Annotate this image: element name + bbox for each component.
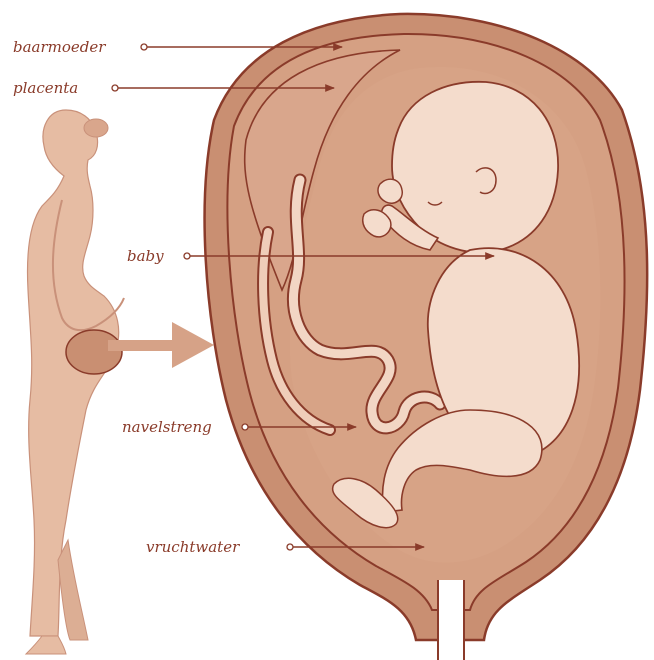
- zoom-arrow: [108, 322, 214, 368]
- mother-silhouette: [26, 110, 124, 654]
- label-placenta: placenta: [13, 79, 78, 97]
- leader-dot-baarmoeder: [141, 44, 147, 50]
- label-baarmoeder: baarmoeder: [13, 38, 105, 56]
- leader-dot-baby: [184, 253, 190, 259]
- label-baby: baby: [127, 247, 164, 265]
- leader-dot-placenta: [112, 85, 118, 91]
- leader-dot-vruchtwater: [287, 544, 293, 550]
- leader-dot-navelstreng: [242, 424, 248, 430]
- label-vruchtwater: vruchtwater: [146, 538, 239, 556]
- label-navelstreng: navelstreng: [122, 418, 212, 436]
